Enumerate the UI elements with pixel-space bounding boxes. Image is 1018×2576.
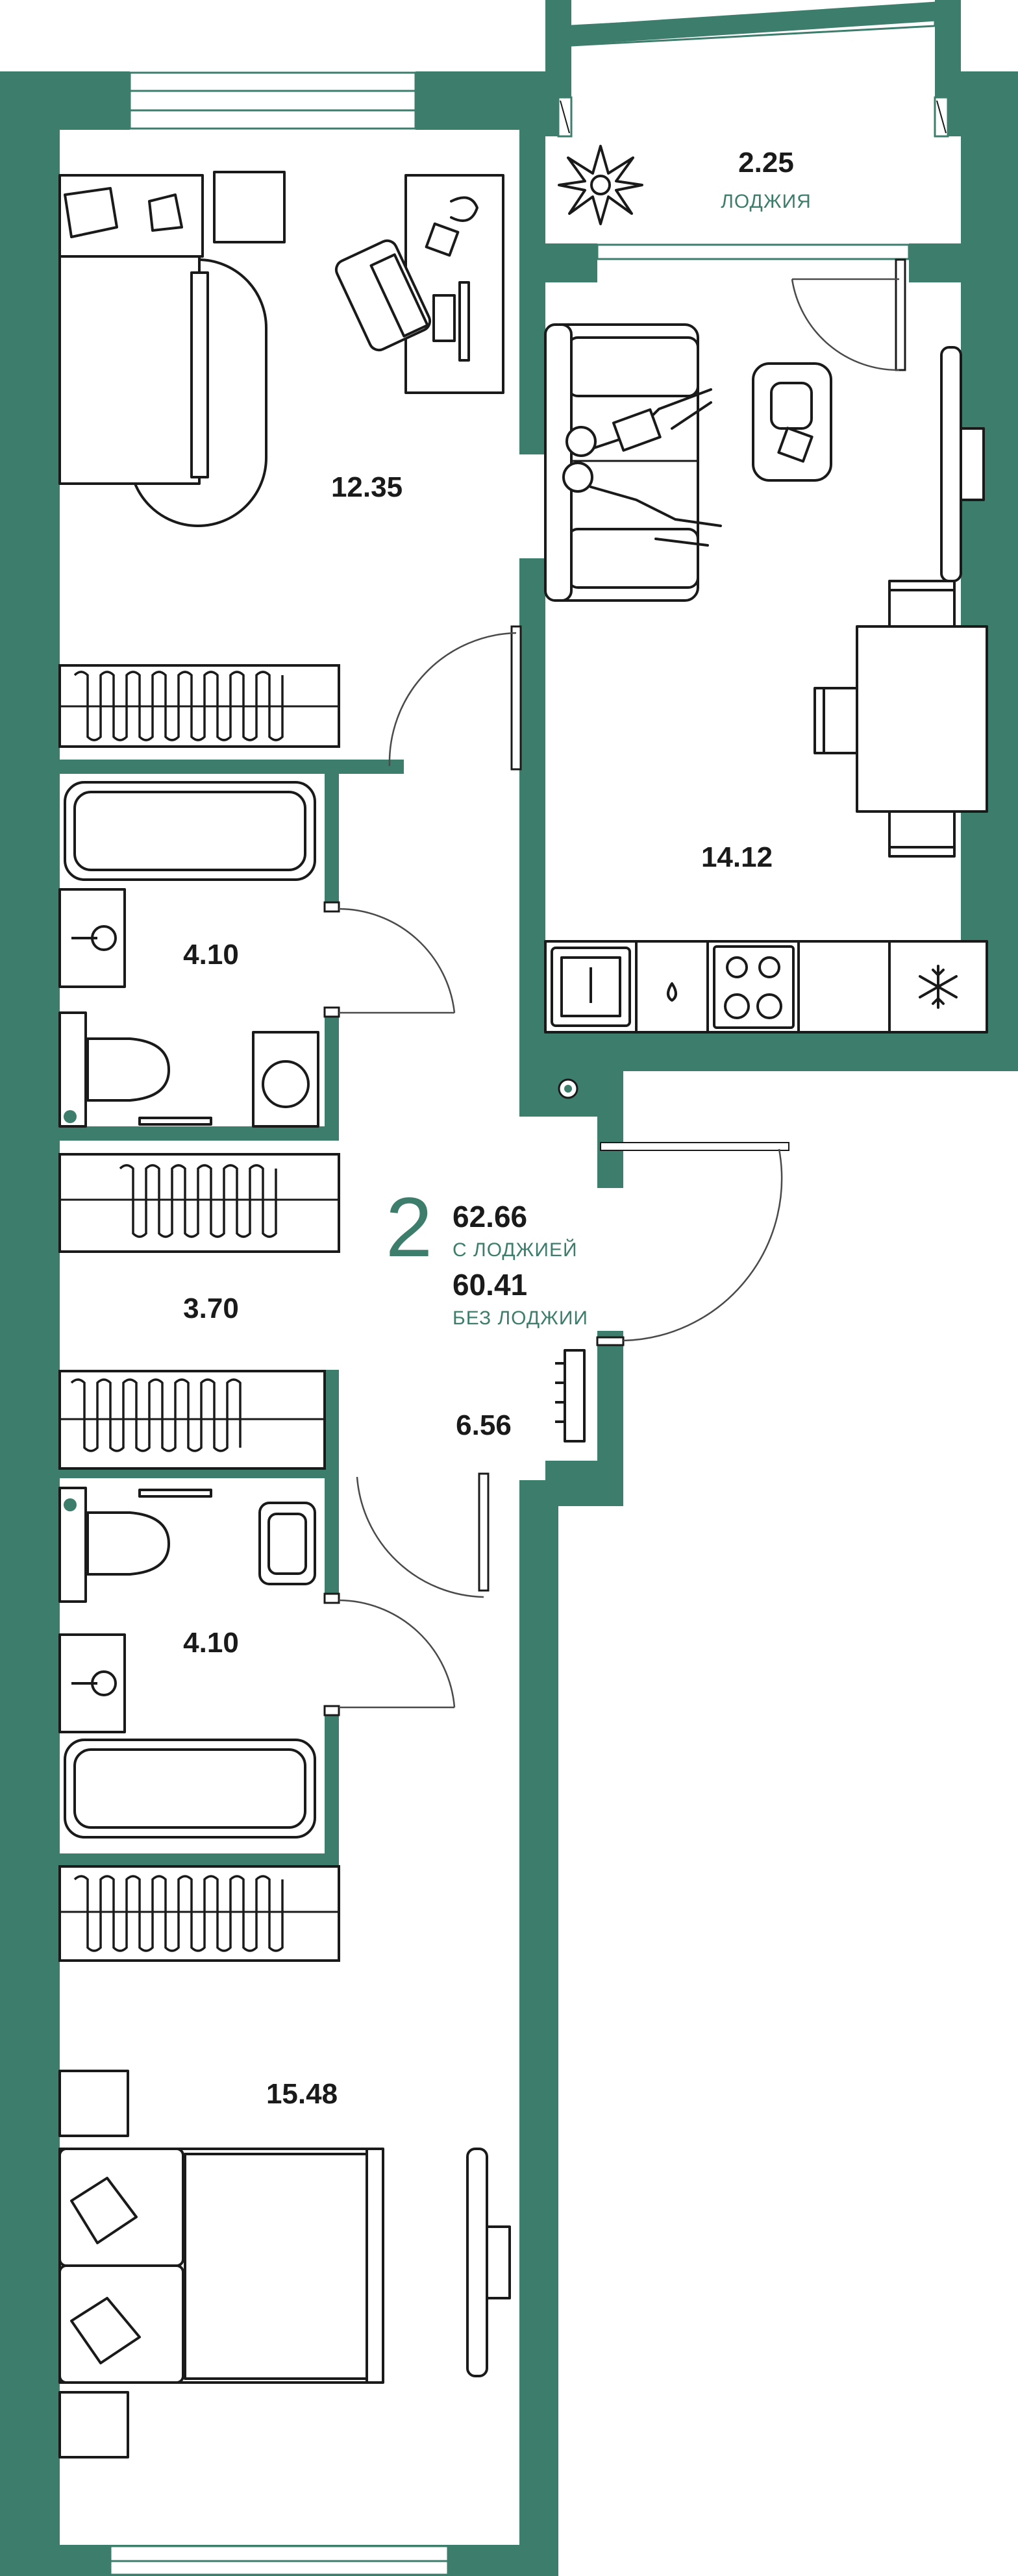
bathroom-bottom: 4.10 [58, 1487, 316, 1839]
hallway-area: 6.56 [456, 1409, 512, 1441]
bedroom-bottom-area: 15.48 [266, 2078, 338, 2110]
tv-bedroom [466, 2148, 511, 2377]
bedroom-top: 12.35 [58, 171, 504, 748]
rooms-count: 2 [386, 1180, 432, 1274]
bathroom-top: 4.10 [58, 781, 319, 1128]
loggia-label: ЛОДЖИЯ [721, 191, 812, 212]
closet: 3.70 [58, 1153, 340, 1470]
total-with-loggia: 62.66 [453, 1200, 527, 1233]
nightstand-top [58, 2070, 129, 2137]
radiator-closet-bottom [58, 1370, 326, 1470]
apartment-summary: 2 62.66 С ЛОДЖИЕЙ 60.41 БЕЗ ЛОДЖИИ [386, 1180, 588, 1329]
loggia-room: 2.25 ЛОДЖИЯ [557, 96, 949, 225]
bathroom-bottom-area: 4.10 [183, 1627, 239, 1659]
living-kitchen: 14.12 [544, 323, 988, 1034]
snowflake-icon [919, 965, 958, 1009]
bathroom-top-area: 4.10 [183, 939, 239, 971]
bedroom-bottom: 15.48 [58, 1865, 511, 2458]
with-loggia-label: С ЛОДЖИЕЙ [453, 1239, 578, 1261]
hallway: 6.56 [456, 1078, 586, 1443]
nightstand-bottom [58, 2391, 129, 2458]
doors [323, 258, 906, 1716]
tv-unit [940, 346, 985, 582]
radiator-bedroom-top [58, 664, 340, 748]
total-without-loggia: 60.41 [453, 1268, 527, 1302]
kitchen-counter [544, 940, 988, 1034]
living-kitchen-area: 14.12 [701, 841, 773, 873]
toilet-bottom [58, 1487, 170, 1603]
sofa [544, 323, 722, 602]
water-drop-icon [667, 982, 677, 1002]
radiator-bedroom-bottom [58, 1865, 340, 1962]
round-bed [58, 174, 267, 527]
stove [713, 945, 795, 1029]
radiator-closet-top [58, 1153, 340, 1253]
plant-icon [558, 145, 643, 225]
double-bed [58, 2148, 384, 2384]
toilet-top [58, 1011, 170, 1128]
bedroom-top-area: 12.35 [331, 471, 403, 503]
dining-table [813, 580, 988, 858]
without-loggia-label: БЕЗ ЛОДЖИИ [453, 1307, 588, 1329]
desk [334, 174, 504, 394]
closet-area: 3.70 [183, 1293, 239, 1324]
loggia-area: 2.25 [738, 147, 794, 179]
